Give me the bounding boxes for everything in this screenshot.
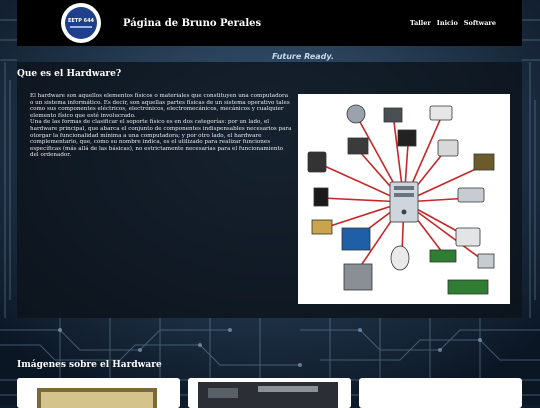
site-header: EETP 644 Página de Bruno Perales Taller … [17, 0, 522, 46]
description-paragraph-2: Una de las formas de clasificar el sopor… [30, 119, 292, 159]
school-logo[interactable]: EETP 644 [61, 3, 101, 43]
nav-link-software[interactable]: Software [463, 19, 496, 27]
motherboard-image [188, 378, 351, 408]
hardware-diagram-image [298, 94, 510, 304]
site-title: Página de Bruno Perales [123, 17, 262, 29]
logo-text: EETP 644 [67, 18, 95, 24]
nav-link-taller[interactable]: Taller [409, 19, 431, 27]
description-paragraph-1: El hardware son aquellos elementos físic… [30, 93, 290, 119]
gallery-card-blank[interactable] [359, 378, 522, 408]
cpu-image [17, 378, 180, 408]
gallery-section-title: Imágenes sobre el Hardware [17, 360, 162, 370]
gallery-card-cpu[interactable] [17, 378, 180, 408]
logo-underline [70, 26, 92, 28]
gallery-card-motherboard[interactable] [188, 378, 351, 408]
hardware-description: El hardware son aquellos elementos físic… [30, 93, 292, 159]
main-nav: Taller Inicio Software [410, 19, 496, 27]
banner-slogan: Future Ready. [272, 52, 334, 61]
pc-tower-icon [389, 181, 419, 223]
hardware-section-title: Que es el Hardware? [17, 69, 122, 79]
nav-link-inicio[interactable]: Inicio [436, 19, 458, 27]
logo-badge: EETP 644 [65, 7, 97, 39]
